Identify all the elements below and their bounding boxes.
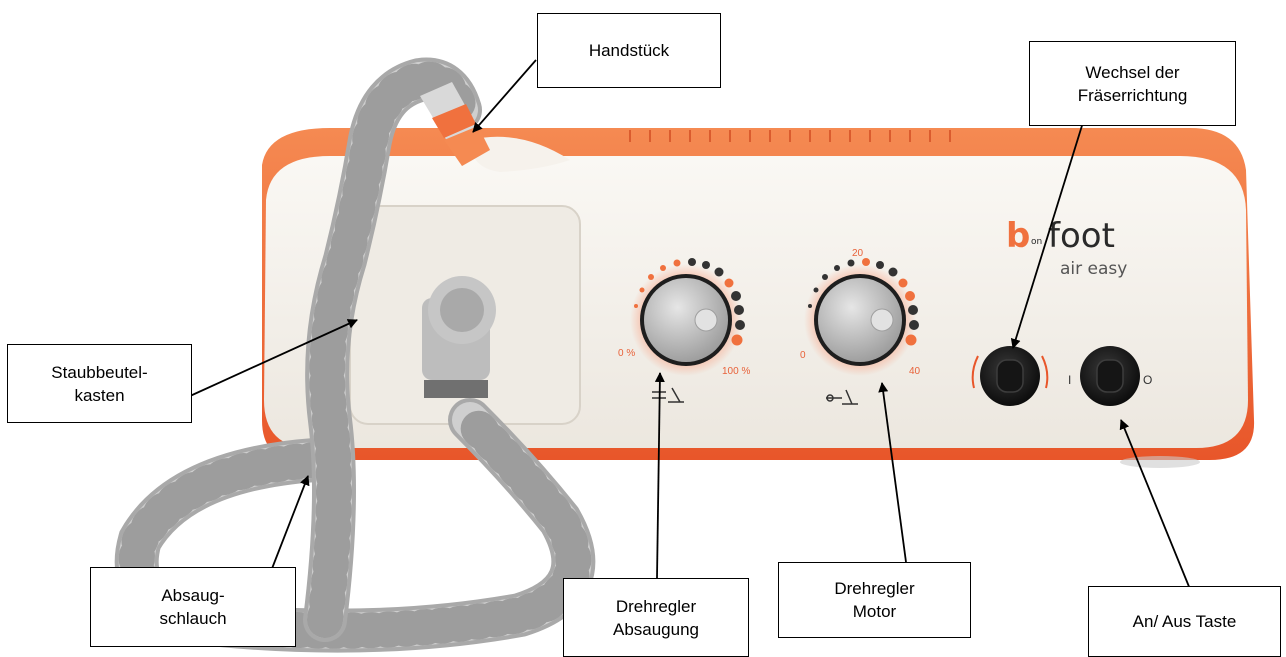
label-fraeserrichtung: Wechsel der Fräserrichtung	[1029, 41, 1236, 126]
switch-off-mark: O	[1143, 373, 1152, 387]
svg-text:foot: foot	[1048, 216, 1115, 256]
label-absaugschlauch: Absaug- schlauch	[90, 567, 296, 647]
dial-right-mid-label: 20	[852, 248, 864, 259]
dust-bag-box	[350, 206, 580, 424]
dial-left-min-label: 0 %	[618, 348, 635, 359]
label-handstueck: Handstück	[537, 13, 721, 88]
label-drehregler-motor: Drehregler Motor	[778, 562, 971, 638]
label-drehregler-absaugung: Drehregler Absaugung	[563, 578, 749, 657]
brand-subtitle: air easy	[1060, 259, 1127, 279]
switch-on-mark: I	[1068, 373, 1071, 387]
dial-left-max-label: 100 %	[722, 366, 750, 377]
svg-text:on: on	[1031, 237, 1042, 247]
dial-right-max-label: 40	[909, 366, 921, 377]
dial-right-min-label: 0	[800, 350, 806, 361]
svg-text:b: b	[1006, 216, 1030, 256]
label-an-aus-taste: An/ Aus Taste	[1088, 586, 1281, 657]
label-staubbeutelkasten: Staubbeutel- kasten	[7, 344, 192, 423]
